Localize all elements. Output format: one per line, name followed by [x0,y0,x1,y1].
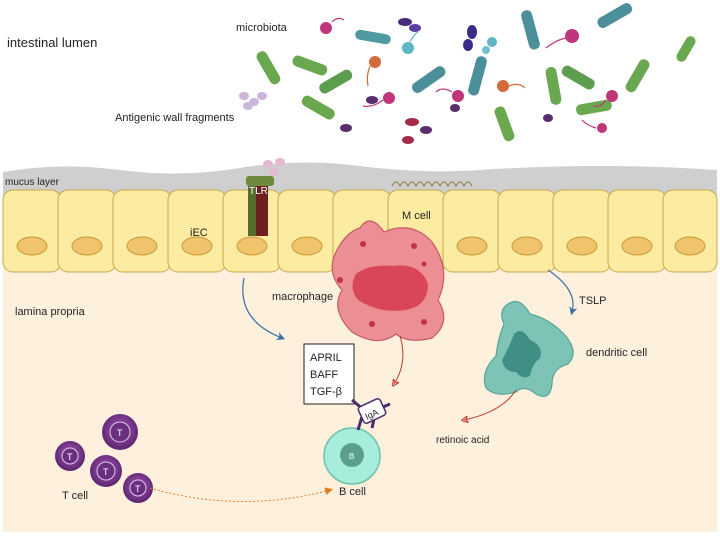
iec-label: iEC [190,227,208,239]
epithelial-nucleus [511,236,543,256]
t-cell-nucleus-label: T [117,428,123,438]
b-cell-label: B cell [339,486,366,498]
arrow-macrophage-to-iga [394,335,404,384]
t-cell-nucleus-label: T [67,452,73,462]
m-cell-label: M cell [402,210,431,222]
lamina-propria-label: lamina propria [15,306,86,318]
arrow-t-cell-to-b-cell [149,487,334,502]
epithelial-nucleus [566,236,598,256]
arrow-iec-to-cytokines [242,277,286,341]
epithelial-cell [497,189,557,273]
retinoic-acid-label: retinoic acid [436,435,489,446]
epithelial-cell [277,189,337,273]
epithelial-nucleus [456,236,488,256]
epithelial-nucleus [236,236,268,256]
epithelial-cell [607,189,667,273]
epithelium [2,189,718,273]
epithelial-nucleus [181,236,213,256]
epithelial-nucleus [621,236,653,256]
cytokine-box [303,343,355,405]
cytokine-april: APRIL [310,352,342,364]
dendritic-cell-label: dendritic cell [586,347,647,359]
t-cell-cluster [55,414,153,503]
m-cell-microvilli [391,181,473,188]
tlr-label: TLR [249,186,268,197]
b-cell-nucleus-label: B [349,452,354,461]
epithelial-cell [662,189,718,273]
antigenic-wall-fragments-label: Antigenic wall fragments [115,112,235,124]
epithelial-nucleus [16,236,48,256]
tlr-receptor-icon [246,176,274,236]
arrow-tslp-to-dendritic [547,269,578,316]
epithelial-cell [2,189,62,273]
microbiota-cluster [256,3,696,144]
macrophage-label: macrophage [272,291,333,303]
cytokine-tgf-beta: TGF-β [310,386,342,398]
epithelial-cell [442,189,502,273]
epithelial-nucleus [126,236,158,256]
b-cell [323,427,381,485]
arrow-dendritic-to-retinoic-acid [464,389,517,420]
microbiota-label: microbiota [236,22,288,34]
epithelial-nucleus [291,236,323,256]
t-cell-nucleus-label: T [135,484,141,494]
iga-antibody-icon [351,398,391,431]
epithelial-cell [552,189,612,273]
mucus-layer [3,162,717,198]
mucus-layer-label: mucus layer [5,177,60,188]
antigenic-wall-fragments-icon [239,92,285,176]
epithelial-cell [112,189,172,273]
t-cell-label: T cell [62,490,88,502]
epithelial-nucleus [71,236,103,256]
epithelial-cell [57,189,117,273]
dendritic-cell [483,301,574,397]
epithelial-nucleus [674,236,706,256]
tslp-label: TSLP [579,295,607,307]
cytokine-baff: BAFF [310,369,338,381]
t-cell-nucleus-label: T [103,467,109,477]
macrophage-cell [331,220,445,342]
intestinal-lumen-label: intestinal lumen [7,35,97,50]
